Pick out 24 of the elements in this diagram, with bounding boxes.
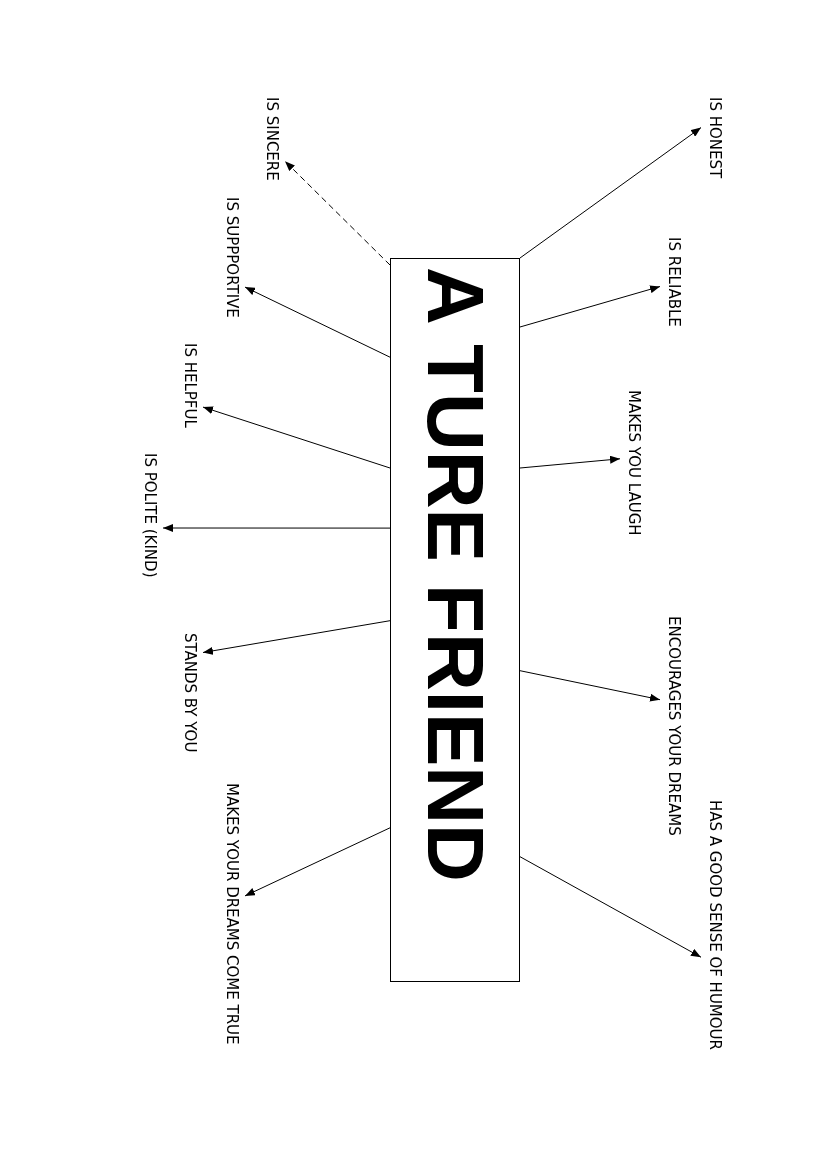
title-box <box>390 258 520 982</box>
trait-label: IS RELIABLE <box>665 237 682 327</box>
trait-label: IS SUPPPORTIVE <box>223 197 240 318</box>
dashed-arrow <box>284 160 391 266</box>
trait-label: STANDS BY YOU <box>181 633 198 753</box>
arrow <box>202 406 391 469</box>
trait-label: MAKES YOU LAUGH <box>625 390 642 536</box>
arrow <box>202 620 391 655</box>
arrow <box>519 285 661 328</box>
arrow <box>519 127 702 259</box>
arrow <box>244 827 391 897</box>
arrow <box>519 455 621 469</box>
trait-label: IS POLITE (KIND) <box>141 453 158 578</box>
arrow <box>519 856 702 958</box>
trait-label: MAKES YOUR DREAMS COME TRUE <box>223 783 240 1045</box>
arrow <box>244 286 391 358</box>
trait-label: HAS A GOOD SENSE OF HUMOUR <box>706 800 723 1050</box>
trait-label: IS HONEST <box>706 97 723 179</box>
trait-label: ENCOURAGES YOUR DREAMS <box>665 616 682 836</box>
arrow <box>162 524 391 532</box>
trait-label: IS SINCERE <box>263 97 280 181</box>
trait-label: IS HELPFUL <box>181 343 198 428</box>
arrow <box>519 670 661 702</box>
title-text: A TURE FRIEND <box>415 267 495 882</box>
